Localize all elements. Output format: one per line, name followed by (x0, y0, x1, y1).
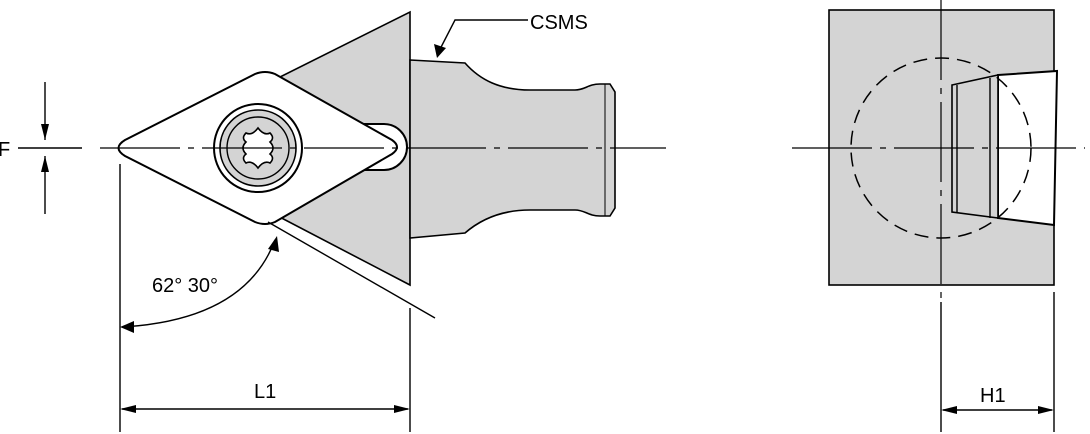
h1-label: H1 (980, 385, 1006, 407)
side-view (100, 10, 666, 319)
l1-dimension: L1 (120, 308, 411, 432)
f-label: F (0, 139, 10, 161)
angle-arc (121, 239, 276, 328)
insert-seat-profile (951, 74, 999, 219)
end-view (792, 0, 1085, 300)
part-name-label: CSMS (530, 12, 588, 34)
h1-arrow-right (1038, 406, 1054, 414)
h1-dimension: H1 (940, 292, 1055, 432)
part-label-leader: CSMS (434, 12, 588, 58)
edge-reference-line (267, 221, 436, 319)
angle-label: 62° 30° (152, 275, 218, 297)
leader-line (436, 19, 528, 56)
angle-dimension: 62° 30° (119, 164, 279, 432)
cartridge-shank (409, 59, 616, 239)
l1-label: L1 (254, 381, 276, 403)
f-arrow-down (41, 124, 49, 140)
h1-arrow-left (941, 406, 957, 414)
leader-arrowhead (434, 44, 446, 58)
angle-arrow-right (268, 236, 279, 252)
l1-arrow-right (394, 405, 410, 413)
f-arrow-up (41, 156, 49, 172)
angle-arrow-left (120, 321, 134, 333)
l1-arrow-left (120, 405, 136, 413)
f-dimension: F (0, 82, 82, 214)
